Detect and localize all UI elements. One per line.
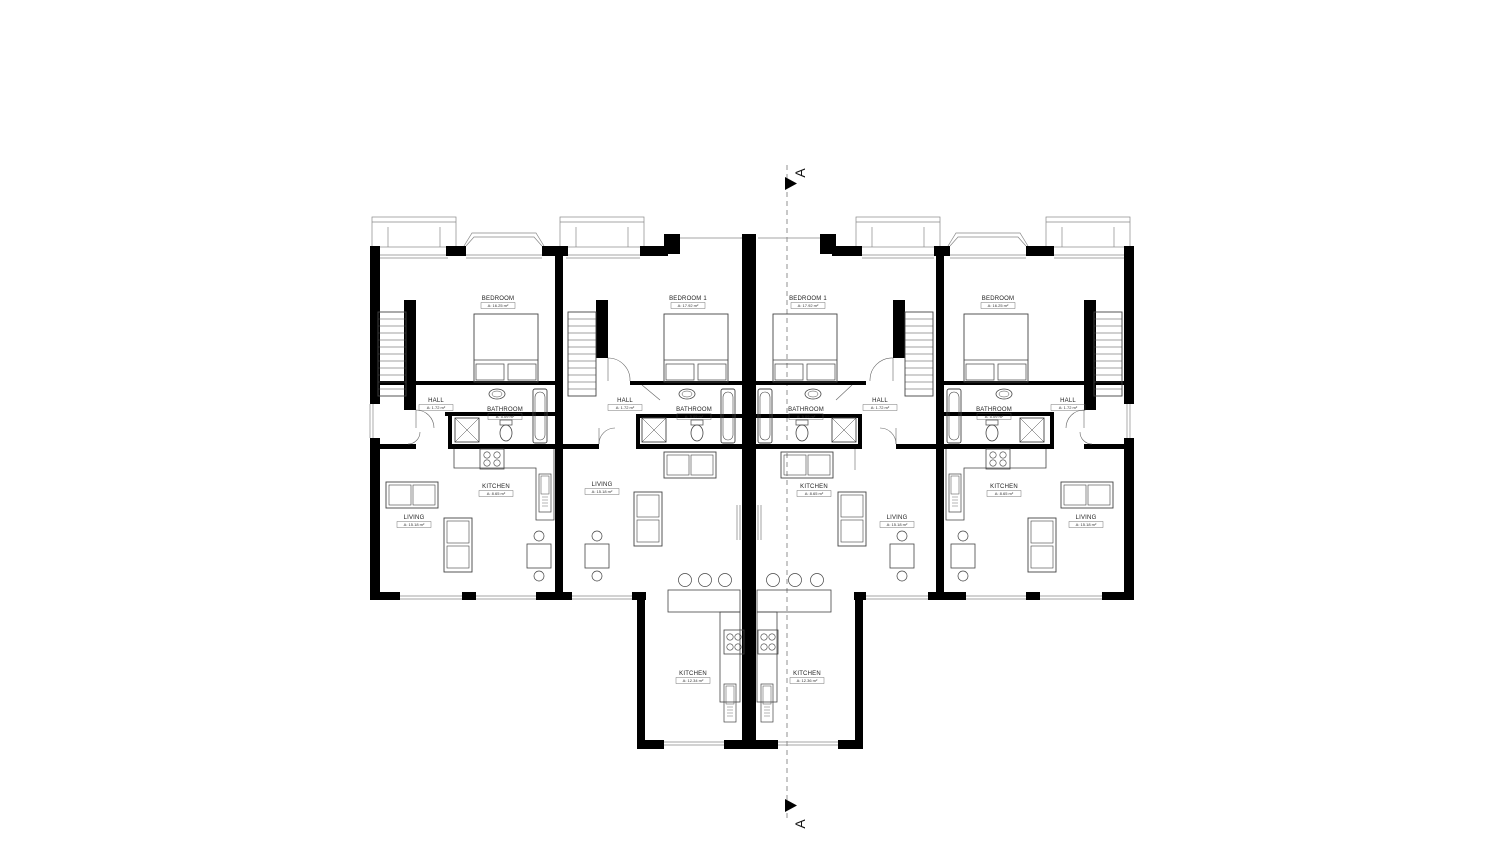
- room-area-box: [478, 490, 514, 497]
- doors: [407, 357, 1093, 540]
- room-area-box: [879, 521, 915, 528]
- room-area: A: 5.09 m²: [685, 414, 704, 419]
- room-area: A: 1.72 m²: [871, 405, 890, 410]
- room-area-box: [480, 302, 516, 309]
- room-name: HALL: [617, 398, 633, 404]
- room-area-box: [986, 490, 1022, 497]
- room-name: KITCHEN: [793, 671, 821, 677]
- room-area: A: 15.18 m²: [1076, 522, 1097, 527]
- windows: [369, 254, 1131, 746]
- room-area-box: [976, 413, 1012, 420]
- room-name: LIVING: [592, 482, 613, 488]
- room-area-box: [676, 413, 712, 420]
- room-area: A: 1.72 m²: [616, 405, 635, 410]
- room-area: A: 16.25 m²: [488, 303, 509, 308]
- room-area: A: 5.09 m²: [797, 414, 816, 419]
- room-name: BATHROOM: [976, 407, 1012, 413]
- room-area-box: [670, 302, 706, 309]
- room-name: BEDROOM 1: [669, 296, 707, 302]
- section-marker-bottom: A: [792, 819, 808, 829]
- room-area-box: [487, 413, 523, 420]
- room-name: LIVING: [887, 515, 908, 521]
- room-name: LIVING: [1076, 515, 1097, 521]
- room-area-box: [584, 488, 620, 495]
- room-area: A: 5.09 m²: [985, 414, 1004, 419]
- room-area-box: [1068, 521, 1104, 528]
- room-area-box: [790, 302, 826, 309]
- room-area-box: [607, 404, 643, 411]
- room-name: LIVING: [404, 515, 425, 521]
- room-area: A: 15.18 m²: [592, 489, 613, 494]
- room-name: BEDROOM 1: [789, 296, 827, 302]
- walls: [370, 234, 1134, 749]
- room-area: A: 1.72 m²: [427, 405, 446, 410]
- room-area-box: [418, 404, 454, 411]
- room-area: A: 8.65 m²: [995, 491, 1014, 496]
- room-area: A: 5.09 m²: [496, 414, 515, 419]
- room-area: A: 1.72 m²: [1059, 405, 1078, 410]
- room-area-box: [788, 413, 824, 420]
- furniture: [377, 311, 1123, 723]
- room-name: BATHROOM: [788, 407, 824, 413]
- room-area: A: 17.92 m²: [678, 303, 699, 308]
- room-area-box: [862, 404, 898, 411]
- room-area: A: 12.34 m²: [683, 678, 704, 683]
- room-label-bedroom-u3: BEDROOM 1A: 17.92 m²: [789, 296, 827, 309]
- room-area: A: 8.65 m²: [487, 491, 506, 496]
- room-label-bedroom-u2: BEDROOM 1A: 17.92 m²: [669, 296, 707, 309]
- room-area: A: 12.36 m²: [797, 678, 818, 683]
- room-name: KITCHEN: [679, 671, 707, 677]
- room-area-box: [980, 302, 1016, 309]
- section-marker-top: A: [792, 168, 808, 178]
- room-area: A: 8.65 m²: [805, 491, 824, 496]
- room-area: A: 15.18 m²: [404, 522, 425, 527]
- room-name: HALL: [428, 398, 444, 404]
- room-area: A: 16.25 m²: [988, 303, 1009, 308]
- room-area: A: 15.18 m²: [887, 522, 908, 527]
- room-name: HALL: [1060, 398, 1076, 404]
- room-name: BEDROOM: [482, 296, 514, 302]
- room-name: KITCHEN: [482, 484, 510, 490]
- balconies: [371, 216, 1131, 248]
- room-area: A: 17.92 m²: [798, 303, 819, 308]
- room-name: KITCHEN: [990, 484, 1018, 490]
- room-name: BEDROOM: [982, 296, 1014, 302]
- room-area-box: [796, 490, 832, 497]
- room-name: BATHROOM: [487, 407, 523, 413]
- room-name: KITCHEN: [800, 484, 828, 490]
- section-line: [785, 165, 797, 820]
- room-name: BATHROOM: [676, 407, 712, 413]
- room-area-box: [396, 521, 432, 528]
- room-area-box: [675, 677, 711, 684]
- room-name: HALL: [872, 398, 888, 404]
- room-area-box: [1050, 404, 1086, 411]
- room-area-box: [789, 677, 825, 684]
